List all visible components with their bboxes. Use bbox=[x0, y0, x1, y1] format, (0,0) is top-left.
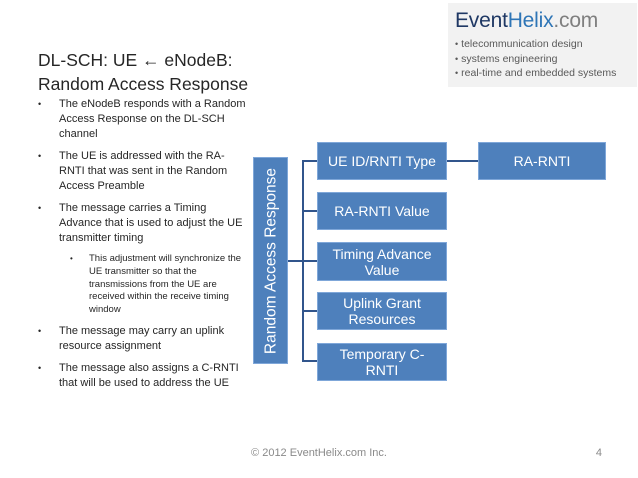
list-subitem-text: This adjustment will synchronize the UE … bbox=[89, 253, 242, 316]
logo: EventHelix.com •telecommunication design… bbox=[448, 3, 637, 87]
connector-line bbox=[304, 360, 317, 362]
slide-title-line2: Random Access Response bbox=[38, 73, 249, 94]
diagram-field-ra-rnti-value: RA-RNTI Value bbox=[317, 192, 447, 230]
list-item: • The message carries a Timing Advance t… bbox=[38, 201, 250, 246]
slide-title: DL-SCH: UE ← eNodeB: Random Access Respo… bbox=[38, 49, 288, 96]
logo-tagline: •systems engineering bbox=[455, 52, 637, 67]
logo-word-helix: Helix bbox=[507, 9, 554, 32]
logo-word-com: .com bbox=[553, 9, 599, 32]
diagram-root-box: Random Access Response bbox=[253, 157, 288, 364]
list-item-text: The eNodeB responds with a Random Access… bbox=[59, 98, 246, 140]
logo-wordmark: EventHelix.com bbox=[455, 8, 637, 34]
diagram-field-temporary-c-rnti: Temporary C-RNTI bbox=[317, 343, 447, 381]
logo-tagline-text: telecommunication design bbox=[461, 38, 583, 50]
list-item-text: The message carries a Timing Advance tha… bbox=[59, 202, 243, 244]
logo-tagline-text: systems engineering bbox=[461, 52, 558, 65]
bullet-list: • The eNodeB responds with a Random Acce… bbox=[38, 97, 250, 398]
bullet-icon: • bbox=[38, 151, 42, 161]
list-item: • The eNodeB responds with a Random Acce… bbox=[38, 97, 250, 142]
connector-line bbox=[304, 160, 317, 162]
logo-tagline: •telecommunication design bbox=[455, 37, 637, 52]
diagram-root-label: Random Access Response bbox=[261, 167, 279, 354]
diagram-field-timing-advance-value: Timing Advance Value bbox=[317, 242, 447, 281]
slide-title-line1: DL-SCH: UE ← eNodeB: bbox=[38, 50, 233, 70]
list-item: • The message may carry an uplink resour… bbox=[38, 324, 250, 354]
connector-value-line bbox=[447, 160, 478, 162]
bullet-icon: • bbox=[455, 53, 459, 64]
list-item-text: The message also assigns a C-RNTI that w… bbox=[59, 361, 239, 389]
logo-tagline: •real-time and embedded systems bbox=[455, 66, 637, 81]
bullet-icon: • bbox=[455, 68, 459, 78]
diagram-value-ra-rnti: RA-RNTI bbox=[478, 142, 606, 180]
list-item-text: The UE is addressed with the RA-RNTI tha… bbox=[59, 150, 228, 192]
list-item: • The message also assigns a C-RNTI that… bbox=[38, 361, 250, 391]
connector-root-line bbox=[288, 260, 317, 262]
bullet-icon: • bbox=[38, 203, 42, 213]
logo-taglines: •telecommunication design •systems engin… bbox=[455, 37, 637, 81]
diagram-field-uplink-grant-resources: Uplink Grant Resources bbox=[317, 292, 447, 330]
bullet-icon: • bbox=[455, 39, 459, 49]
connector-line bbox=[304, 210, 317, 212]
list-item-text: The message may carry an uplink resource… bbox=[59, 324, 225, 352]
bullet-icon: • bbox=[38, 325, 42, 336]
bullet-icon: • bbox=[38, 99, 42, 109]
logo-tagline-text: real-time and embedded systems bbox=[461, 67, 617, 79]
list-item: • The UE is addressed with the RA-RNTI t… bbox=[38, 149, 250, 194]
logo-word-event: Event bbox=[455, 9, 508, 32]
footer-page-number: 4 bbox=[595, 447, 602, 459]
bullet-icon: • bbox=[70, 254, 73, 263]
list-subitem: • This adjustment will synchronize the U… bbox=[70, 253, 250, 317]
bullet-icon: • bbox=[38, 362, 42, 373]
connector-line bbox=[304, 310, 317, 312]
footer-copyright: © 2012 EventHelix.com Inc. bbox=[251, 447, 387, 459]
diagram-field-ue-id-rnti-type: UE ID/RNTI Type bbox=[317, 142, 447, 180]
